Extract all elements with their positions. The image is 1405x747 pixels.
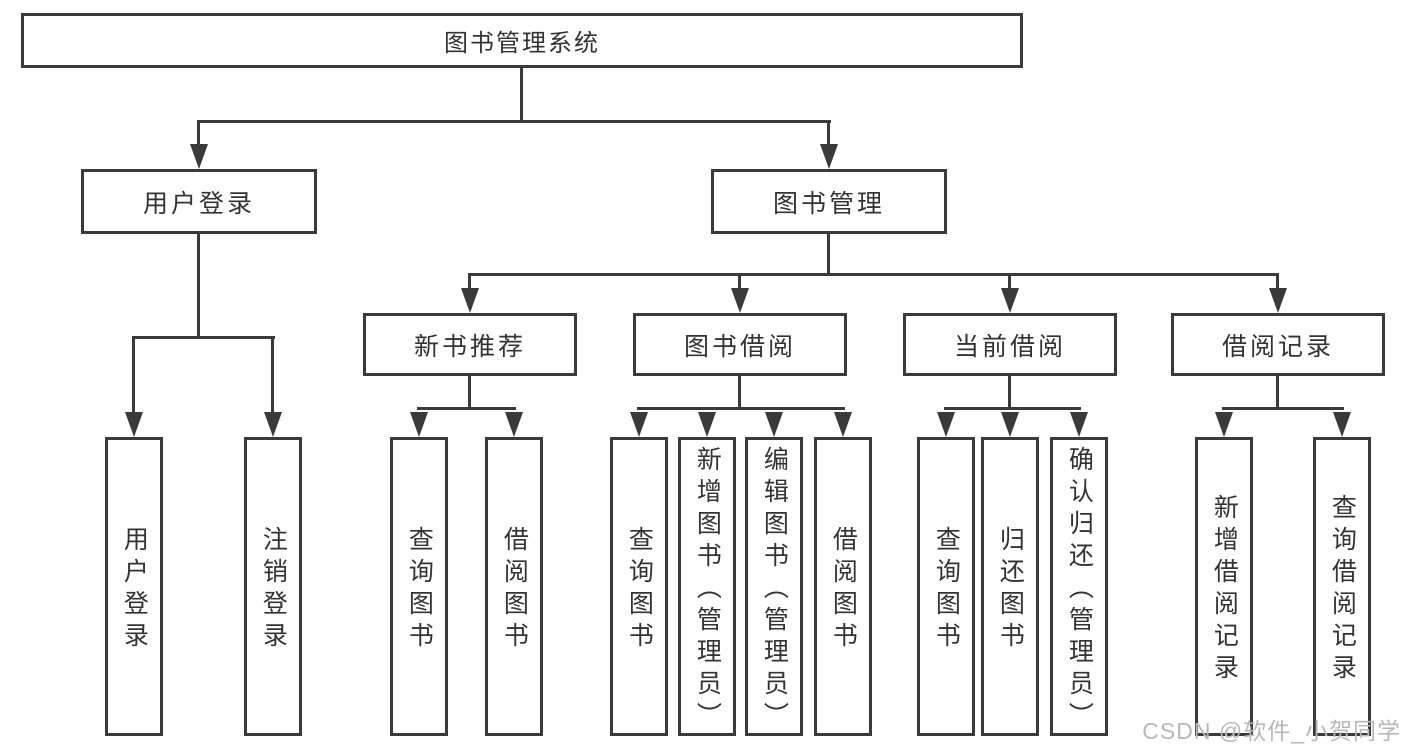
arrow-down-icon [505, 412, 523, 437]
leaf-logout-label: 注销登录 [259, 526, 288, 654]
node-book-manage: 图书管理 [711, 169, 947, 234]
arrow-down-icon [190, 144, 208, 169]
connector-line [637, 407, 845, 410]
connector-line [197, 120, 831, 123]
connector-line [827, 122, 830, 146]
node-user-login: 用户登录 [81, 169, 317, 234]
node-new-book-recommend: 新书推荐 [363, 313, 577, 376]
connector-line [417, 407, 516, 410]
leaf-query-book-1-label: 查询图书 [405, 526, 434, 654]
connector-line [197, 122, 200, 146]
node-user-login-label: 用户登录 [142, 189, 255, 218]
arrow-down-icon [765, 412, 783, 437]
arrow-down-icon [698, 412, 716, 437]
leaf-add-borrow-record: 新增借阅记录 [1195, 437, 1253, 736]
node-book-manage-label: 图书管理 [772, 189, 885, 218]
connector-line [468, 273, 1279, 276]
connector-line [1008, 275, 1011, 290]
arrow-down-icon [1269, 288, 1287, 313]
node-book-borrow: 图书借阅 [633, 313, 847, 376]
leaf-query-borrow-record-label: 查询借阅记录 [1328, 494, 1357, 686]
leaf-edit-book-admin-label: 编辑图书（管理员） [760, 446, 789, 734]
node-current-borrow-label: 当前借阅 [953, 332, 1066, 361]
connector-line [197, 234, 200, 339]
node-borrow-record: 借阅记录 [1171, 313, 1385, 376]
leaf-borrow-book-1: 借阅图书 [485, 437, 543, 736]
leaf-query-book-2-label: 查询图书 [625, 526, 654, 654]
connector-line [827, 234, 830, 276]
leaf-add-book-admin: 新增图书（管理员） [678, 437, 736, 736]
node-root-system: 图书管理系统 [21, 13, 1023, 68]
leaf-user-login-label: 用户登录 [120, 526, 149, 654]
connector-line [520, 68, 523, 123]
leaf-return-book: 归还图书 [981, 437, 1039, 736]
csdn-watermark: CSDN @软件_小贺同学 [1142, 718, 1401, 744]
leaf-confirm-return-admin-label: 确认归还（管理员） [1065, 446, 1094, 734]
connector-line [944, 407, 1081, 410]
connector-line [738, 376, 741, 410]
leaf-return-book-label: 归还图书 [996, 526, 1025, 654]
arrow-down-icon [820, 144, 838, 169]
arrow-down-icon [1001, 412, 1019, 437]
connector-line [132, 338, 135, 412]
leaf-borrow-book-1-label: 借阅图书 [500, 526, 529, 654]
node-borrow-record-label: 借阅记录 [1221, 332, 1334, 361]
connector-line [1008, 376, 1011, 410]
node-book-borrow-label: 图书借阅 [683, 332, 796, 361]
arrow-down-icon [731, 288, 749, 313]
arrow-down-icon [834, 412, 852, 437]
connector-line [1222, 407, 1344, 410]
connector-line [738, 275, 741, 290]
leaf-query-book-1: 查询图书 [390, 437, 448, 736]
arrow-down-icon [264, 412, 282, 437]
leaf-add-book-admin-label: 新增图书（管理员） [693, 446, 722, 734]
leaf-borrow-book-2: 借阅图书 [814, 437, 872, 736]
connector-line [468, 376, 471, 410]
arrow-down-icon [125, 412, 143, 437]
connector-line [468, 275, 471, 290]
leaf-confirm-return-admin: 确认归还（管理员） [1050, 437, 1108, 736]
arrow-down-icon [1070, 412, 1088, 437]
arrow-down-icon [630, 412, 648, 437]
leaf-edit-book-admin: 编辑图书（管理员） [745, 437, 803, 736]
node-root-label: 图书管理系统 [444, 30, 600, 57]
node-new-book-recommend-label: 新书推荐 [413, 332, 526, 361]
leaf-query-book-2: 查询图书 [610, 437, 668, 736]
connector-line [1276, 376, 1279, 410]
leaf-query-book-3-label: 查询图书 [932, 526, 961, 654]
arrow-down-icon [937, 412, 955, 437]
arrow-down-icon [1001, 288, 1019, 313]
connector-line [271, 338, 274, 412]
leaf-borrow-book-2-label: 借阅图书 [829, 526, 858, 654]
connector-line [132, 336, 275, 339]
leaf-user-login: 用户登录 [105, 437, 163, 736]
connector-line [1276, 275, 1279, 290]
arrow-down-icon [410, 412, 428, 437]
leaf-query-borrow-record: 查询借阅记录 [1313, 437, 1371, 736]
leaf-logout: 注销登录 [244, 437, 302, 736]
arrow-down-icon [1215, 412, 1233, 437]
leaf-add-borrow-record-label: 新增借阅记录 [1210, 494, 1239, 686]
node-current-borrow: 当前借阅 [903, 313, 1117, 376]
arrow-down-icon [1333, 412, 1351, 437]
leaf-query-book-3: 查询图书 [917, 437, 975, 736]
arrow-down-icon [461, 288, 479, 313]
